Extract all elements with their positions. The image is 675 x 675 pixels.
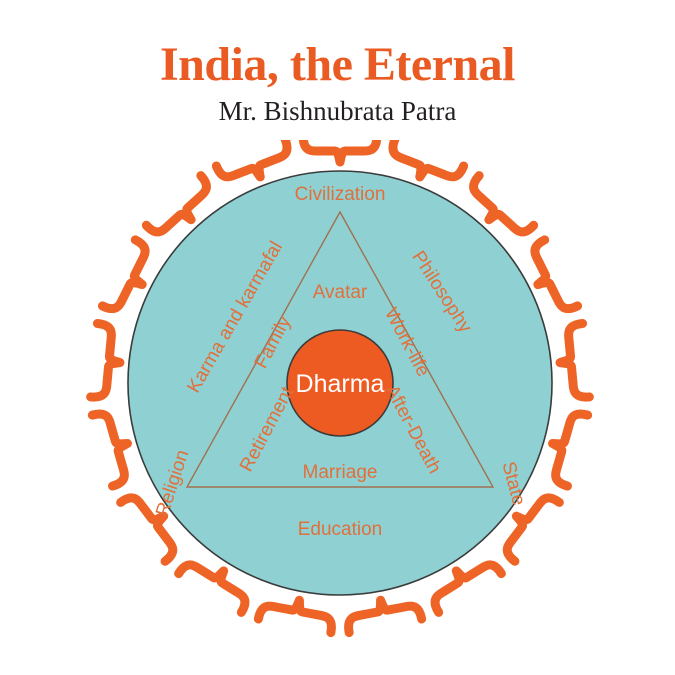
arch-motif xyxy=(86,318,125,402)
arch-motif xyxy=(469,171,539,237)
inner-triangle xyxy=(185,210,495,488)
arch-motif xyxy=(530,235,583,314)
arch-motif xyxy=(87,409,132,491)
arch-motif xyxy=(211,140,292,182)
arch-motif xyxy=(141,171,211,237)
arch-motif xyxy=(116,493,178,566)
arch-motif xyxy=(298,140,382,167)
triangle-label-avatar: Avatar xyxy=(313,282,368,303)
core-circle xyxy=(286,329,394,437)
poster-header: India, the Eternal Mr. Bishnubrata Patra xyxy=(0,0,675,127)
author-name: Mr. Bishnubrata Patra xyxy=(218,96,457,127)
dharma-mandala-diagram: Civilization Philosophy State Education … xyxy=(86,140,594,638)
arch-motif xyxy=(174,560,250,617)
arch-motif xyxy=(555,318,594,402)
arch-motif xyxy=(344,595,427,638)
ring-label-education: Education xyxy=(298,519,383,540)
core-label-dharma: Dharma xyxy=(296,370,385,398)
triangle-label-marriage: Marriage xyxy=(303,462,378,483)
ring-label-civilization: Civilization xyxy=(295,184,386,205)
decorative-arch-ring xyxy=(86,140,594,638)
arch-motif xyxy=(388,140,469,182)
arch-motif xyxy=(502,493,564,566)
diagram-figure: Civilization Philosophy State Education … xyxy=(0,140,675,660)
arch-motif xyxy=(253,595,336,638)
arch-motif xyxy=(430,560,506,617)
arch-motif xyxy=(548,409,593,491)
page-title: India, the Eternal xyxy=(159,38,516,91)
arch-motif xyxy=(97,235,150,314)
